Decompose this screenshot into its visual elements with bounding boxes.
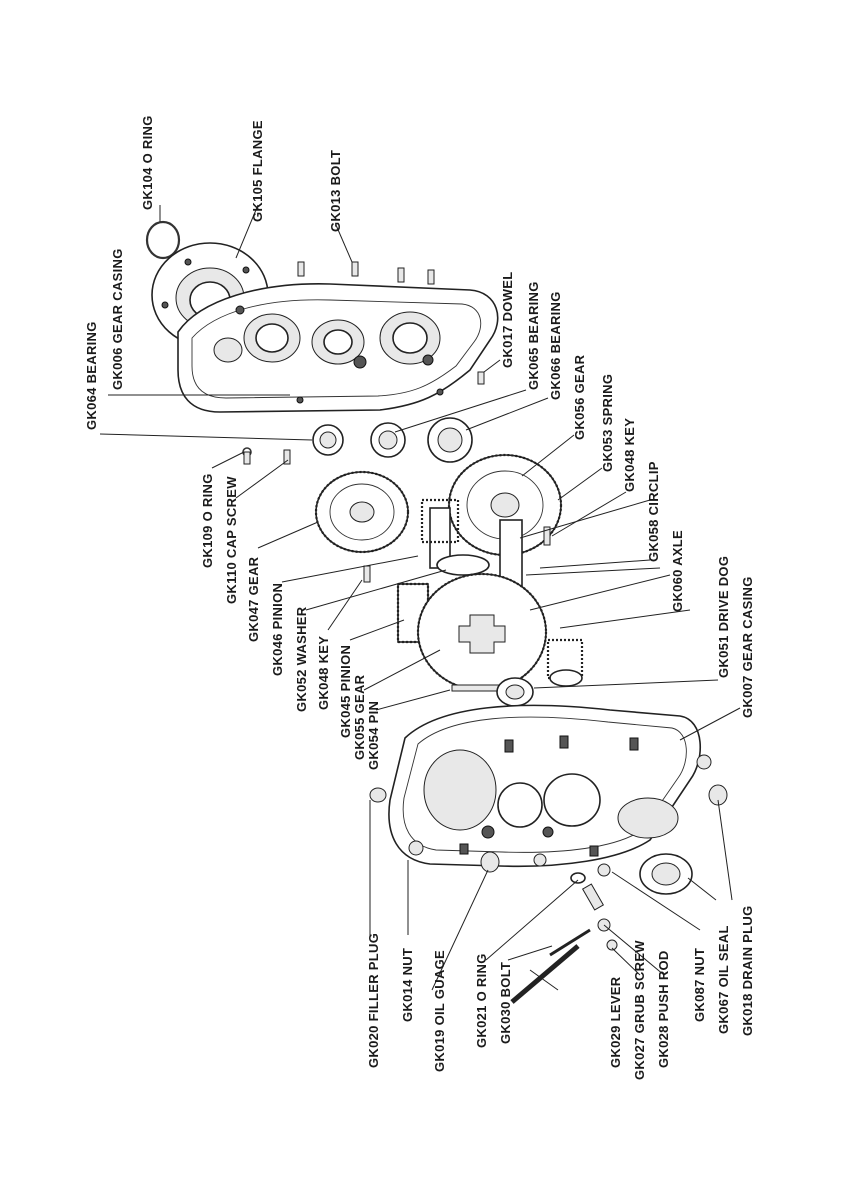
label-gk053-spring: GK053 SPRING [600, 374, 615, 472]
label-gk054-pin: GK054 PIN [366, 701, 381, 770]
label-gk066-bearing: GK066 BEARING [548, 291, 563, 400]
label-gk110-cap-screw: GK110 CAP SCREW [224, 476, 239, 604]
label-gk028-push-rod: GK028 PUSH ROD [656, 950, 671, 1068]
gk007-gear-casing-drawing [388, 704, 701, 868]
gk006-gear-casing-drawing [177, 283, 499, 413]
label-gk006-gear-casing: GK006 GEAR CASING [110, 248, 125, 390]
label-gk048-key-upper: GK048 KEY [622, 418, 637, 492]
small-parts-drawing [369, 754, 728, 1004]
label-gk104-o-ring: GK104 O RING [140, 115, 155, 210]
label-gk045-pinion: GK045 PINION [338, 645, 353, 738]
label-gk048-key-lower: GK048 KEY [316, 636, 331, 710]
gk017-dowel-drawing [477, 371, 485, 385]
part-labels: GK104 O RING GK105 FLANGE GK013 BOLT GK0… [84, 115, 755, 1080]
label-gk056-gear: GK056 GEAR [572, 354, 587, 440]
gk013-bolts-drawing [297, 261, 435, 285]
gearbox-drawing [145, 220, 728, 1004]
label-gk013-bolt: GK013 BOLT [328, 150, 343, 232]
label-gk047-gear: GK047 GEAR [246, 556, 261, 642]
label-gk064-bearing: GK064 BEARING [84, 321, 99, 430]
label-gk027-grub-screw: GK027 GRUB SCREW [632, 940, 647, 1080]
label-gk109-o-ring: GK109 O RING [200, 473, 215, 568]
gk109-gk110-drawing [242, 447, 291, 465]
label-gk029-lever: GK029 LEVER [608, 976, 623, 1068]
gk047-gear-drawing [314, 470, 410, 554]
label-gk017-dowel: GK017 DOWEL [500, 272, 515, 368]
label-gk019-oil-guage: GK019 OIL GUAGE [432, 950, 447, 1072]
gk054-gk051-drawing [451, 677, 534, 707]
leader-lines [99, 204, 741, 991]
label-gk046-pinion: GK046 PINION [270, 583, 285, 676]
label-gk067-oil-seal: GK067 OIL SEAL [716, 925, 731, 1034]
label-gk020-filler-plug: GK020 FILLER PLUG [366, 933, 381, 1068]
label-gk058-circlip: GK058 CIRCLIP [646, 461, 661, 562]
label-gk052-washer: GK052 WASHER [294, 606, 309, 712]
bearings-drawing [312, 417, 473, 463]
gk055-gear-drawing [416, 572, 548, 692]
label-gk018-drain-plug: GK018 DRAIN PLUG [740, 906, 755, 1037]
label-gk105-flange: GK105 FLANGE [250, 120, 265, 222]
label-gk007-gear-casing: GK007 GEAR CASING [740, 576, 755, 718]
label-gk055-gear: GK055 GEAR [352, 674, 367, 760]
label-gk030-bolt: GK030 BOLT [498, 962, 513, 1044]
label-gk060-axle: GK060 AXLE [670, 530, 685, 612]
label-gk051-drive-dog: GK051 DRIVE DOG [716, 556, 731, 678]
label-gk065-bearing: GK065 BEARING [526, 281, 541, 390]
label-gk021-o-ring: GK021 O RING [474, 953, 489, 1048]
gk104-o-ring-drawing [145, 220, 181, 260]
label-gk087-nut: GK087 NUT [692, 948, 707, 1022]
label-gk014-nut: GK014 NUT [400, 948, 415, 1022]
